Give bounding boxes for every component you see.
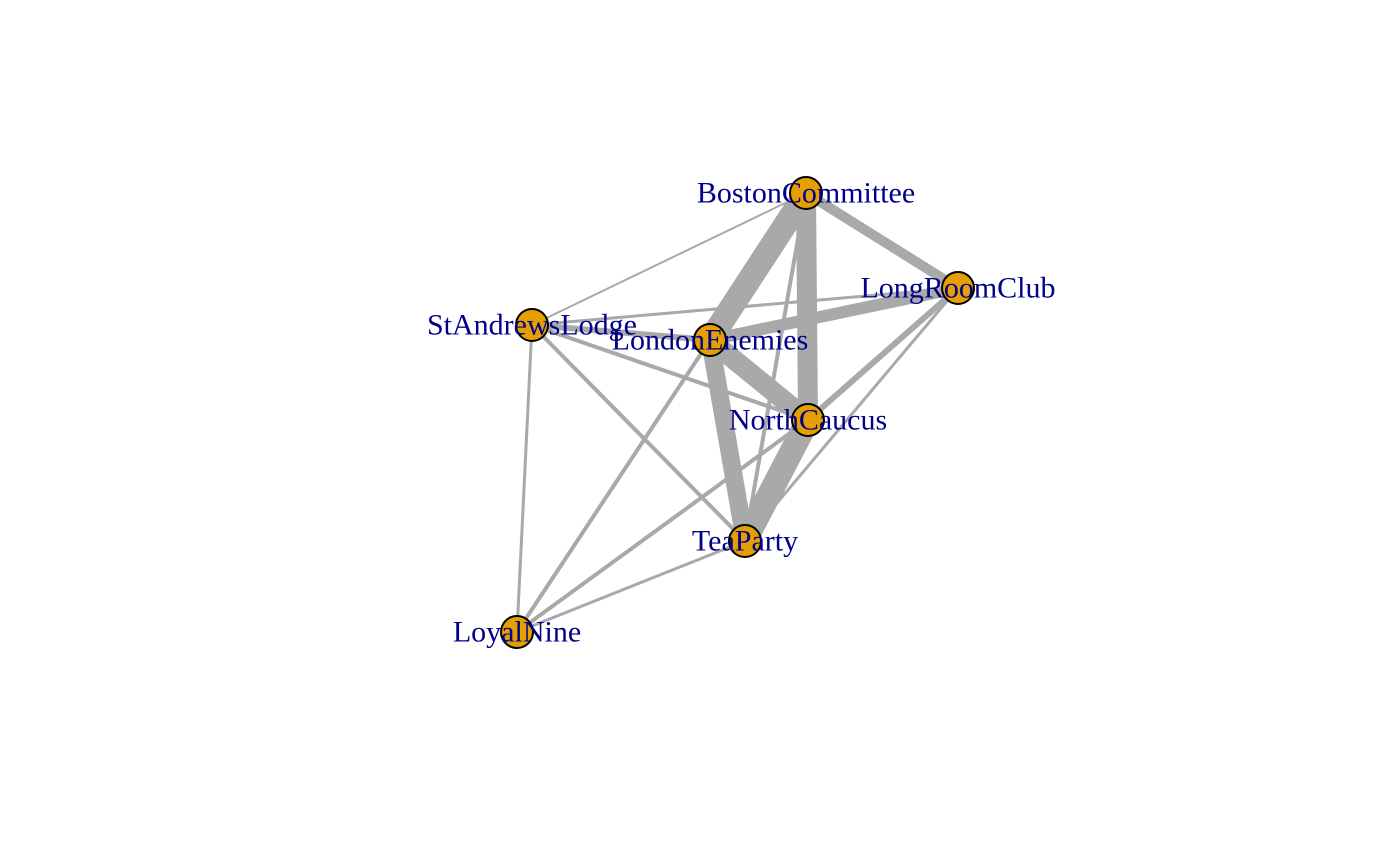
node-london-enemies xyxy=(693,323,727,357)
edge-boston-committee-london-enemies xyxy=(699,186,817,347)
edge-boston-committee-north-caucus xyxy=(796,192,818,421)
edge-boston-committee-long-room-club xyxy=(803,188,961,293)
edge-boston-committee-st-andrews-lodge xyxy=(531,192,807,326)
edge-long-room-club-tea-party xyxy=(743,287,960,542)
node-tea-party xyxy=(728,524,762,558)
labels-layer: BostonCommitteeLongRoomClubStAndrewsLodg… xyxy=(427,177,1056,649)
edge-london-enemies-tea-party xyxy=(701,338,754,543)
node-north-caucus xyxy=(791,403,825,437)
edge-st-andrews-lodge-north-caucus xyxy=(531,323,809,422)
node-label-loyal-nine: LoyalNine xyxy=(453,616,581,649)
edge-st-andrews-lodge-long-room-club xyxy=(531,286,959,327)
node-label-north-caucus: NorthCaucus xyxy=(729,404,887,437)
node-label-boston-committee: BostonCommittee xyxy=(697,177,915,210)
node-label-tea-party: TeaParty xyxy=(692,525,798,558)
node-label-long-room-club: LongRoomClub xyxy=(860,272,1055,305)
node-st-andrews-lodge xyxy=(515,308,549,342)
node-long-room-club xyxy=(941,271,975,305)
edges-layer xyxy=(515,186,961,634)
edge-london-enemies-north-caucus xyxy=(703,332,815,428)
edge-london-enemies-loyal-nine xyxy=(515,338,712,634)
edge-st-andrews-lodge-loyal-nine xyxy=(515,324,534,633)
node-label-st-andrews-lodge: StAndrewsLodge xyxy=(427,309,637,342)
node-boston-committee xyxy=(789,176,823,210)
nodes-layer xyxy=(500,176,975,649)
node-label-london-enemies: LondonEnemies xyxy=(612,324,809,357)
edge-tea-party-loyal-nine xyxy=(516,539,746,634)
edge-north-caucus-tea-party xyxy=(734,414,819,547)
node-loyal-nine xyxy=(500,615,534,649)
edge-north-caucus-loyal-nine xyxy=(515,418,810,634)
edge-st-andrews-lodge-london-enemies xyxy=(531,322,711,343)
edge-london-enemies-long-room-club xyxy=(708,282,960,346)
edge-long-room-club-north-caucus xyxy=(806,285,960,423)
edge-st-andrews-lodge-tea-party xyxy=(530,323,747,543)
edge-boston-committee-tea-party xyxy=(743,192,808,542)
